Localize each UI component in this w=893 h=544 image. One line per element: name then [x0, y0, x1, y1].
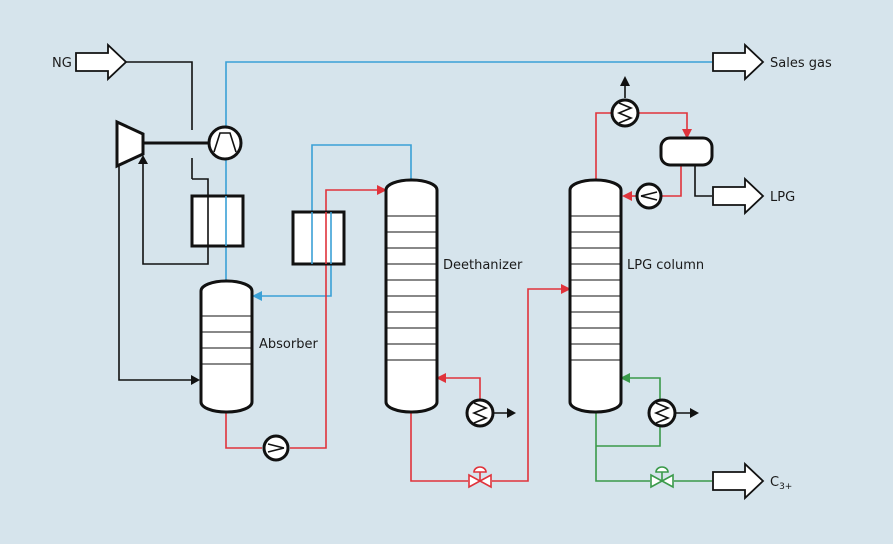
lpg-reboiler-icon [647, 398, 677, 428]
sales-gas-label: Sales gas [770, 56, 832, 71]
red-liquid-lines [225, 112, 688, 482]
green-c3-lines [595, 377, 712, 482]
black-process-lines [118, 61, 712, 414]
arrow-deeth-reboiler-return [436, 373, 446, 383]
pump-to-deethanizer [290, 189, 382, 449]
c3-arrow-icon [712, 461, 765, 501]
sales-gas-arrow-icon [712, 42, 765, 82]
deethanizer-label: Deethanizer [443, 258, 523, 273]
turbine-icon [207, 125, 243, 161]
arrow-lpg-feed [561, 284, 571, 294]
arrow-reflux-return [622, 191, 632, 201]
arrow-deeth-feed [377, 185, 387, 195]
deethanizer-reboiler-icon [465, 398, 495, 428]
arrow-lpg-reboiler-out [690, 408, 699, 418]
absorber-label: Absorber [259, 337, 318, 352]
deeth-reboiler-loop [440, 377, 481, 400]
lpg-product-line [694, 165, 712, 197]
recycle-line [142, 158, 209, 265]
arrow-to-drum [682, 129, 692, 139]
ng-label: NG [52, 56, 72, 71]
ng-feed-line [126, 61, 193, 130]
lpg-reboiler-feed [596, 427, 661, 447]
lpg-reboiler-return [624, 377, 661, 400]
arrow-absorber-feed [191, 375, 200, 385]
arrow-condenser-vent [620, 76, 630, 86]
lpg-column-overhead [595, 112, 612, 181]
lpg-column-bottoms [595, 412, 650, 482]
compressor-to-absorber [118, 150, 196, 381]
arrow-deeth-reboiler-out [507, 408, 516, 418]
c3-label-main: C [770, 475, 779, 490]
valve-to-lpg-column [492, 288, 566, 482]
heat-exchanger-1-icon [190, 194, 245, 248]
absorber-bottoms [225, 412, 262, 449]
overhead-to-absorber [256, 264, 332, 297]
absorber-pump-icon [262, 434, 290, 462]
black-arrowheads [138, 76, 699, 418]
green-valve-icon [650, 466, 674, 489]
condenser-icon [610, 98, 640, 128]
deethanizer-overhead [311, 144, 412, 212]
red-valve-icon [468, 466, 492, 489]
c3-label: C3+ [770, 475, 792, 492]
arrow-up-compressor [138, 155, 148, 164]
reflux-pump-icon [635, 182, 663, 210]
absorber-column-icon [199, 279, 254, 414]
condenser-to-drum [638, 112, 688, 134]
c3-label-sub: 3+ [779, 482, 792, 492]
arrow-to-absorber [252, 291, 262, 301]
red-arrowheads [377, 129, 692, 383]
lpg-arrow-icon [712, 176, 765, 216]
lpg-column-icon [568, 178, 623, 414]
lpg-column-label: LPG column [627, 258, 704, 273]
heat-exchanger-2-icon [291, 210, 346, 266]
deethanizer-column-icon [384, 178, 439, 414]
reflux-drum-icon [659, 136, 714, 167]
drum-reflux [662, 165, 682, 197]
deethanizer-bottoms [410, 412, 468, 482]
ng-to-exchanger [192, 178, 209, 196]
compressor-icon [115, 119, 145, 169]
ng-inlet-arrow-icon [75, 42, 128, 82]
arrow-lpg-reboiler-return [620, 373, 630, 383]
lpg-label: LPG [770, 190, 795, 205]
